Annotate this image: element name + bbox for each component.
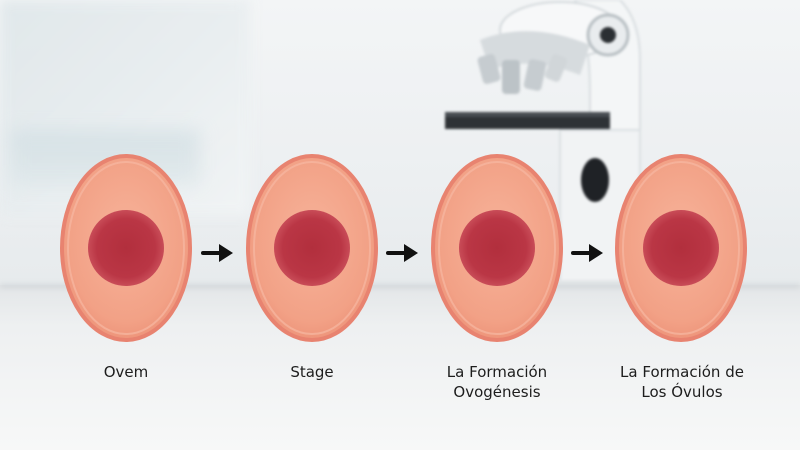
arrow-right-icon: [571, 244, 603, 262]
cell-stage-1: [60, 154, 192, 342]
stage-label-line: Ovem: [103, 363, 149, 381]
arrow-right-icon: [386, 244, 418, 262]
stage-label-line: Los Óvulos: [641, 383, 723, 401]
stage-label-line: Stage: [290, 363, 334, 381]
stage-label-line: La Formación de: [620, 363, 744, 381]
background-counter-edge: [0, 282, 800, 290]
stage-label-1: Ovem: [26, 362, 226, 382]
stage-label-4: La Formación de Los Óvulos: [582, 362, 782, 402]
stage-label-3: La Formación Ovogénesis: [397, 362, 597, 402]
stage-label-line: Ovogénesis: [453, 383, 541, 401]
cell-stage-3: [431, 154, 563, 342]
arrow-right-icon: [201, 244, 233, 262]
stage-label-2: Stage: [212, 362, 412, 382]
cell-stage-4: [615, 154, 747, 342]
stage-label-line: La Formación: [446, 363, 548, 381]
cell-stage-2: [246, 154, 378, 342]
